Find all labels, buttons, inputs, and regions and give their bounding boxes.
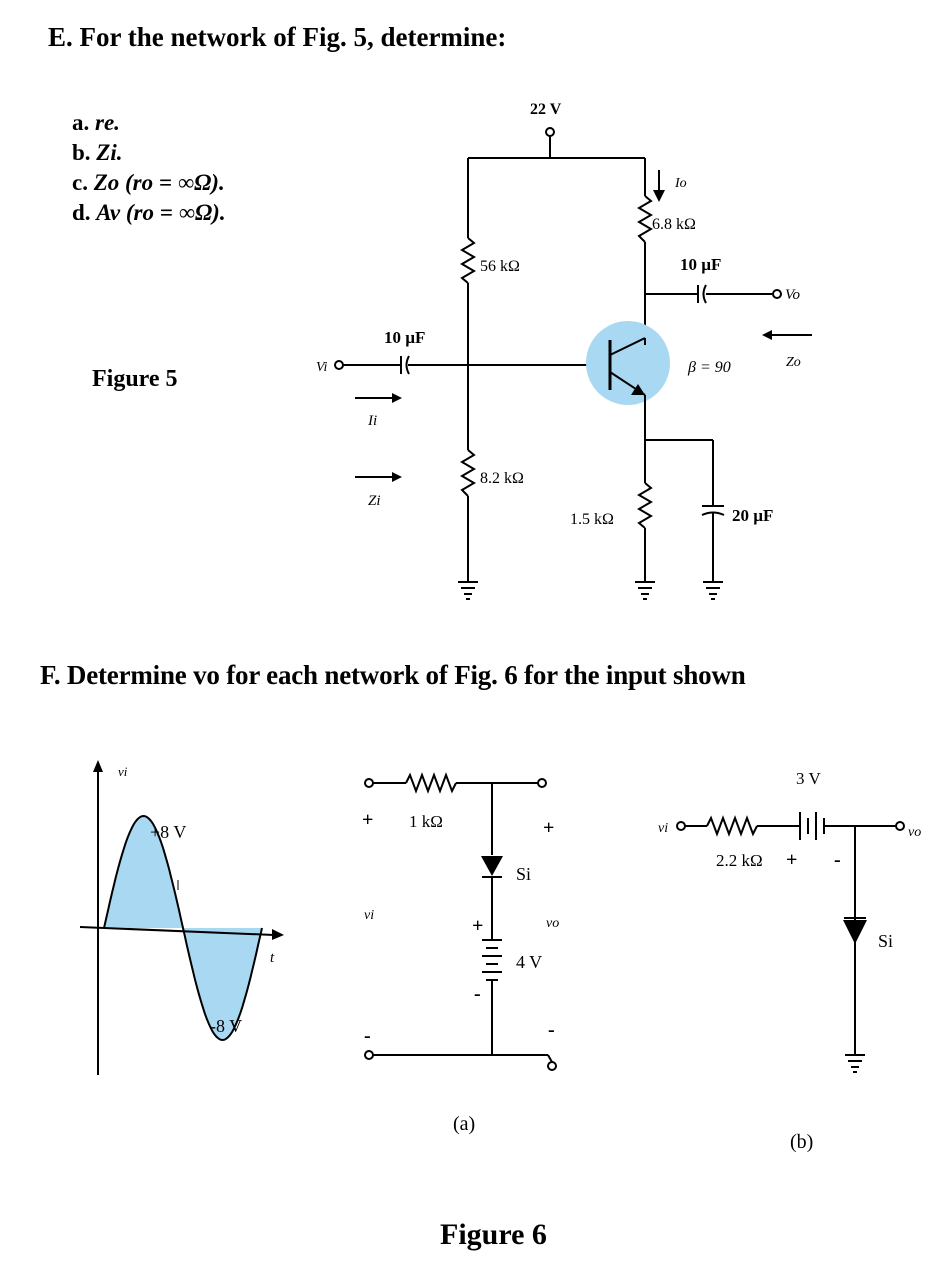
io-label: Io — [674, 176, 687, 191]
zo-label: Zo — [786, 355, 801, 370]
network-a-vi-label: vi — [364, 908, 374, 923]
network-b-battery-minus: - — [834, 849, 841, 871]
resistor-8k2 — [460, 449, 476, 497]
figure-5-caption: Figure 5 — [92, 366, 178, 392]
ii-label: Ii — [367, 413, 377, 429]
item-text: Zi. — [96, 140, 123, 165]
figure-6-caption: Figure 6 — [440, 1218, 547, 1251]
waveform-pos-label: +8 V — [150, 822, 186, 842]
network-a-vi-plus: + — [362, 809, 373, 831]
item-marker: b. — [72, 140, 91, 165]
network-b-battery — [799, 812, 825, 840]
vo-terminal — [772, 289, 782, 299]
network-a-caption: (a) — [453, 1113, 475, 1135]
section-f-heading: F. Determine vo for each network of Fig.… — [40, 660, 746, 690]
network-a-vi-minus: - — [364, 1025, 371, 1047]
network-b-resistor-label: 2.2 kΩ — [716, 851, 763, 870]
network-a-vo-minus: - — [548, 1019, 555, 1041]
vi-label: Vi — [316, 360, 328, 375]
network-a-out-top — [537, 778, 547, 788]
emitter-capacitor-label: 20 µF — [732, 506, 773, 525]
network-b — [676, 812, 905, 1073]
output-capacitor — [697, 284, 707, 304]
network-b-battery-label: 3 V — [796, 769, 821, 788]
network-a-vo-plus: + — [543, 817, 554, 839]
waveform-t-axis — [79, 926, 275, 936]
network-a-resistor-label: 1 kΩ — [409, 812, 443, 831]
network-b-vi-label: vi — [658, 821, 668, 836]
item-marker: c. — [72, 170, 88, 195]
waveform-curve — [103, 814, 263, 1042]
input-waveform — [79, 760, 284, 1075]
resistor-56k-label: 56 kΩ — [480, 258, 520, 275]
network-b-diode — [843, 920, 867, 944]
network-b-caption: (b) — [790, 1131, 813, 1153]
item-marker: d. — [72, 200, 91, 225]
network-a-battery-label: 4 V — [516, 952, 542, 972]
network-a-resistor — [405, 772, 457, 794]
item-text: Zo (ro = ∞Ω). — [93, 170, 225, 195]
network-a-battery — [482, 939, 502, 981]
resistor-56k — [460, 237, 476, 284]
waveform-negative-fill — [183, 928, 262, 1040]
list-item: c. Zo (ro = ∞Ω). — [72, 170, 225, 196]
network-a-battery-minus: - — [474, 983, 481, 1005]
network-a-diode — [481, 856, 503, 876]
vo-label: Vo — [785, 287, 801, 303]
item-marker: a. — [72, 110, 90, 135]
network-a — [364, 772, 557, 1071]
waveform-positive-fill — [104, 816, 183, 928]
list-item: d. Av (ro = ∞Ω). — [72, 200, 226, 226]
network-a-diode-label: Si — [516, 864, 531, 884]
list-item: a. re. — [72, 110, 120, 136]
network-b-battery-plus: + — [786, 849, 797, 871]
transistor-highlight — [586, 321, 670, 405]
waveform-vi-label: vi — [118, 764, 128, 779]
network-a-in-top — [364, 778, 374, 788]
network-b-ground — [845, 1054, 865, 1073]
ground-capacitor — [703, 581, 723, 600]
waveform-t-label: t — [270, 950, 275, 966]
network-b-vo-label: vo — [908, 825, 921, 840]
resistor-6k8 — [637, 195, 653, 243]
ground-left — [458, 581, 478, 600]
network-a-vo-label: vo — [546, 916, 559, 931]
network-b-diode-label: Si — [878, 931, 893, 951]
item-text: re. — [95, 110, 120, 135]
resistor-8k2-label: 8.2 kΩ — [480, 470, 524, 487]
zi-label: Zi — [368, 493, 381, 509]
ground-emitter — [635, 581, 655, 600]
input-capacitor-label: 10 µF — [384, 328, 425, 347]
beta-label: β = 90 — [687, 359, 731, 376]
network-b-out — [895, 821, 905, 831]
network-a-out-bottom — [547, 1061, 557, 1071]
list-item: b. Zi. — [72, 140, 123, 166]
input-capacitor — [400, 355, 410, 375]
network-b-in — [676, 821, 686, 831]
section-e-heading: E. For the network of Fig. 5, determine: — [48, 22, 507, 52]
network-a-battery-plus: + — [472, 915, 483, 937]
resistor-1k5 — [637, 482, 653, 529]
resistor-1k5-label: 1.5 kΩ — [570, 511, 614, 528]
emitter-arrow — [631, 384, 645, 395]
supply-label: 22 V — [530, 101, 562, 118]
network-a-in-bottom — [364, 1050, 374, 1060]
transistor — [608, 337, 646, 440]
waveform-neg-label: -8 V — [210, 1016, 242, 1036]
item-text: Av (ro = ∞Ω). — [96, 200, 226, 225]
output-capacitor-label: 10 µF — [680, 255, 721, 274]
resistor-6k8-label: 6.8 kΩ — [652, 216, 696, 233]
network-b-resistor — [706, 815, 758, 837]
